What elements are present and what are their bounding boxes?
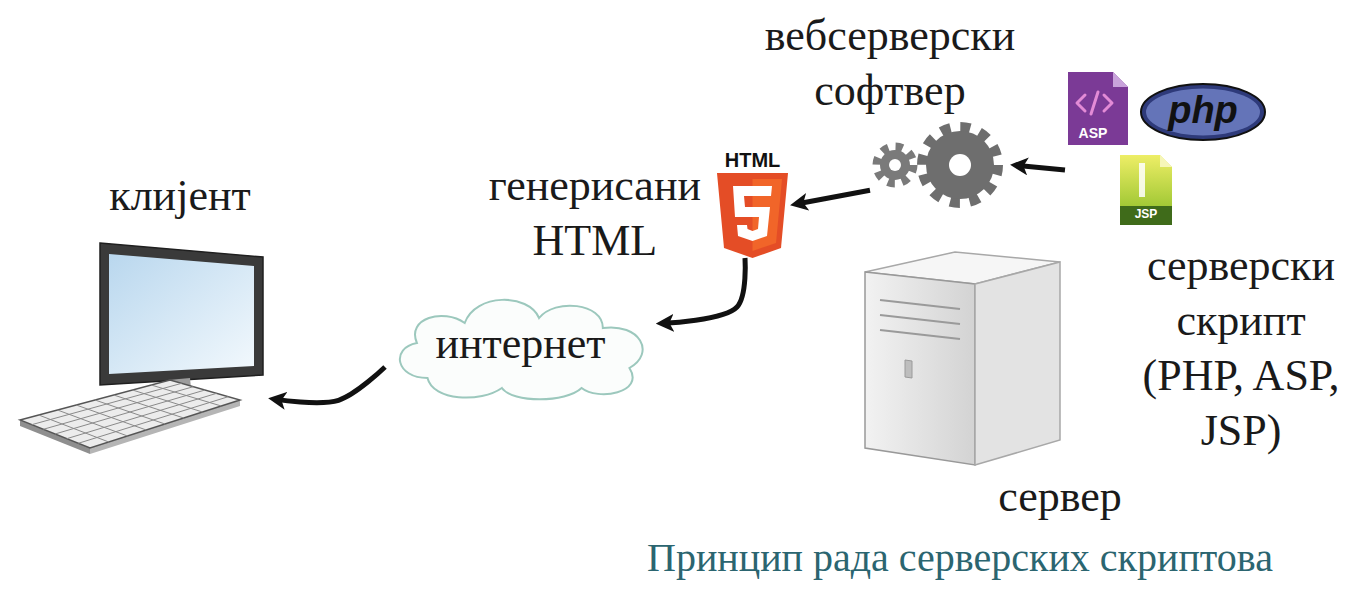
asp-page-fold [1113, 72, 1128, 87]
html5-shield [717, 173, 788, 258]
server-tower: сервер [865, 250, 1060, 465]
html5-five [733, 186, 772, 241]
php-ellipse [1141, 84, 1265, 140]
drive-bays [880, 300, 960, 339]
server-illustration [865, 252, 1060, 465]
php-ellipse-inner [1146, 89, 1260, 136]
keyboard-keys [32, 383, 229, 443]
node-label: серверски скрипт (PHP, ASP, JSP) [1128, 238, 1354, 458]
computer-illustration [20, 243, 263, 454]
big-gear [926, 131, 994, 199]
icon-text: ASP [1079, 125, 1108, 141]
jsp-page-fold [1160, 155, 1172, 167]
asp-page [1068, 72, 1128, 145]
client-computer: клијент [18, 235, 268, 457]
small-gear-hole [889, 159, 901, 171]
jsp-band [1120, 206, 1172, 225]
flow-arrow [276, 367, 385, 403]
monitor-bezel [100, 243, 263, 385]
big-gear-teeth [922, 127, 998, 203]
cloud-shape [400, 300, 643, 399]
code-symbol [1077, 92, 1112, 114]
node-label: вебсерверски софтвер [765, 8, 1016, 118]
jsp-page [1120, 155, 1172, 225]
node-label: генерисани HTML [489, 158, 701, 268]
asp-icon [1068, 72, 1128, 145]
icon-text: HTML [725, 149, 781, 172]
jsp-zip-bar [1139, 163, 1145, 197]
jsp-icon [1120, 155, 1172, 225]
flow-arrow [664, 258, 745, 323]
internet-cloud: интернет [385, 283, 656, 403]
flow-arrow [1018, 165, 1065, 170]
icon-text: JSP [1135, 208, 1158, 222]
small-gear-teeth [877, 147, 913, 183]
keyboard [20, 380, 240, 448]
figure-caption: Принцип рада серверских скриптова [647, 533, 1273, 583]
server-front [865, 272, 975, 465]
html5-icon [717, 173, 788, 258]
gears-icon [877, 127, 998, 203]
big-gear-hole [949, 154, 971, 176]
php-icon [1141, 84, 1265, 140]
logo-text: php [1168, 89, 1238, 133]
power-light [905, 360, 912, 378]
node-label: клијент [109, 168, 250, 223]
node-label: сервер [998, 469, 1122, 524]
small-gear [880, 150, 910, 180]
monitor-screen [109, 254, 254, 374]
flow-arrow [798, 190, 870, 203]
node-label: интернет [435, 316, 605, 371]
webserver-gears: вебсерверски софтвер [870, 120, 1010, 215]
server-side [975, 262, 1060, 465]
server-script-icons: серверски скрипт (PHP, ASP, JSP) [1065, 70, 1270, 230]
